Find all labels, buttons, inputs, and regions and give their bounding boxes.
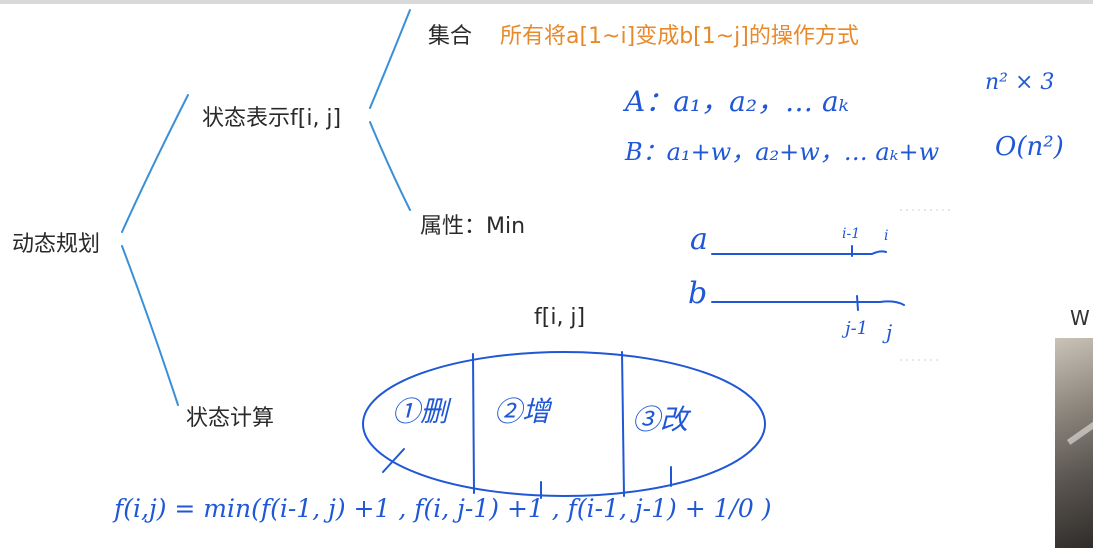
index-a-i-1: i-1 [842, 226, 861, 242]
webcam-thumbnail [1055, 338, 1093, 548]
ellipse-title: f[i, j] [534, 305, 586, 330]
tick-b [856, 295, 859, 311]
root-branch-lower [121, 245, 179, 406]
video-overlay-letter: W [1070, 306, 1090, 330]
note-n2x3: n² × 3 [985, 70, 1055, 95]
state-branch-lower [369, 121, 411, 211]
set-description: 所有将a[1~i]变成b[1~j]的操作方式 [500, 24, 859, 49]
ellipse-part-replace: ③改 [632, 403, 689, 436]
ellipse-outline [362, 351, 766, 497]
letter-b: b [688, 276, 708, 311]
attribute-label: 属性：Min [420, 214, 526, 239]
ellipse-divider-1 [472, 353, 475, 494]
note-complexity: O(n²) [995, 132, 1064, 162]
line-a [711, 250, 887, 255]
ellipse-part-insert: ②增 [494, 395, 551, 428]
root-label: 动态规划 [12, 232, 101, 257]
index-a-i: i [884, 228, 889, 244]
top-border [0, 0, 1093, 4]
connector-1 [382, 448, 405, 473]
line-b [711, 300, 905, 306]
set-label: 集合 [428, 24, 473, 49]
ellipse-divider-2 [621, 351, 625, 497]
note-line-a: A：a₁，a₂，… aₖ [625, 85, 849, 118]
index-b-j: j [886, 320, 893, 344]
compute-label: 状态计算 [186, 406, 275, 431]
index-b-j-1: j-1 [845, 318, 869, 339]
note-line-b: B：a₁+w，a₂+w，… aₖ+w [625, 138, 940, 166]
recurrence-formula: f(i,j) = min(f(i-1, j) +1 , f(i, j-1) +1… [114, 494, 772, 523]
state-repr-label: 状态表示f[i, j] [202, 106, 342, 131]
state-branch-upper [369, 9, 411, 109]
root-branch-upper [121, 94, 189, 233]
webcam-highlight [1066, 417, 1093, 445]
ellipse-part-delete: ①删 [392, 395, 449, 428]
letter-a: a [690, 222, 708, 257]
